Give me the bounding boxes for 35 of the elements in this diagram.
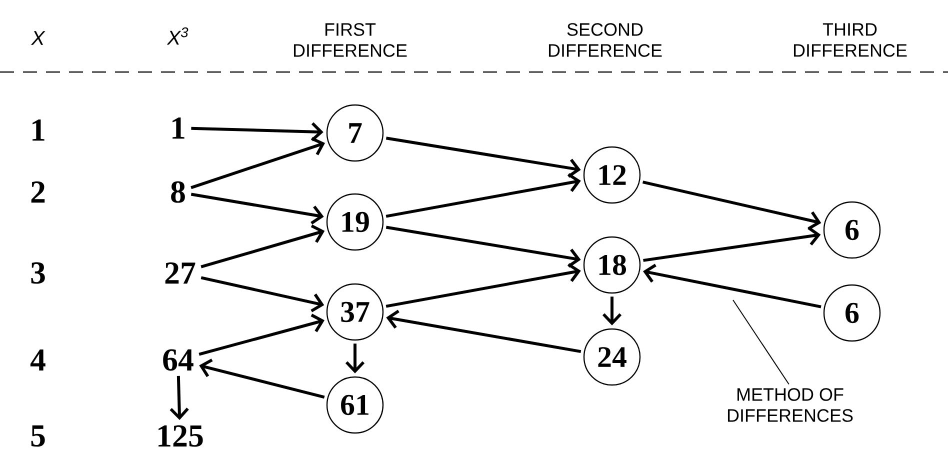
row-number: 1 bbox=[32, 119, 44, 141]
arrow bbox=[386, 136, 581, 178]
arrow bbox=[199, 358, 325, 399]
column-heading: THIRD DIFFERENCE bbox=[794, 23, 907, 57]
number: 64 bbox=[163, 349, 194, 371]
row-number: 5 bbox=[31, 425, 45, 447]
note-text: METHOD OF DIFFERENCES bbox=[728, 388, 853, 422]
column-heading: X bbox=[30, 31, 46, 45]
arrow bbox=[643, 264, 822, 308]
arrow bbox=[602, 296, 622, 326]
column-heading: X$^{3}$ bbox=[166, 27, 188, 45]
arrow bbox=[190, 137, 326, 190]
arrow bbox=[345, 344, 365, 374]
number: 1 bbox=[172, 117, 184, 139]
arrow bbox=[386, 263, 581, 308]
leader-line bbox=[732, 300, 790, 385]
arrow bbox=[200, 224, 325, 268]
arrow bbox=[643, 226, 821, 262]
number: 125 bbox=[158, 425, 203, 447]
arrow bbox=[386, 226, 581, 268]
arrow bbox=[200, 276, 324, 312]
row-number: 2 bbox=[31, 181, 45, 203]
arrow bbox=[170, 376, 189, 420]
row-number: 4 bbox=[30, 349, 46, 371]
arrow bbox=[190, 192, 324, 224]
arrow bbox=[642, 180, 822, 230]
arrow bbox=[198, 314, 324, 356]
row-number: 3 bbox=[31, 262, 45, 284]
column-heading: FIRST DIFFERENCE bbox=[294, 23, 407, 57]
arrow bbox=[386, 173, 581, 218]
arrow bbox=[386, 310, 582, 354]
number: 8 bbox=[171, 181, 185, 203]
number: 27 bbox=[165, 262, 196, 284]
arrow bbox=[191, 122, 324, 142]
column-heading: SECOND DIFFERENCE bbox=[548, 23, 662, 57]
